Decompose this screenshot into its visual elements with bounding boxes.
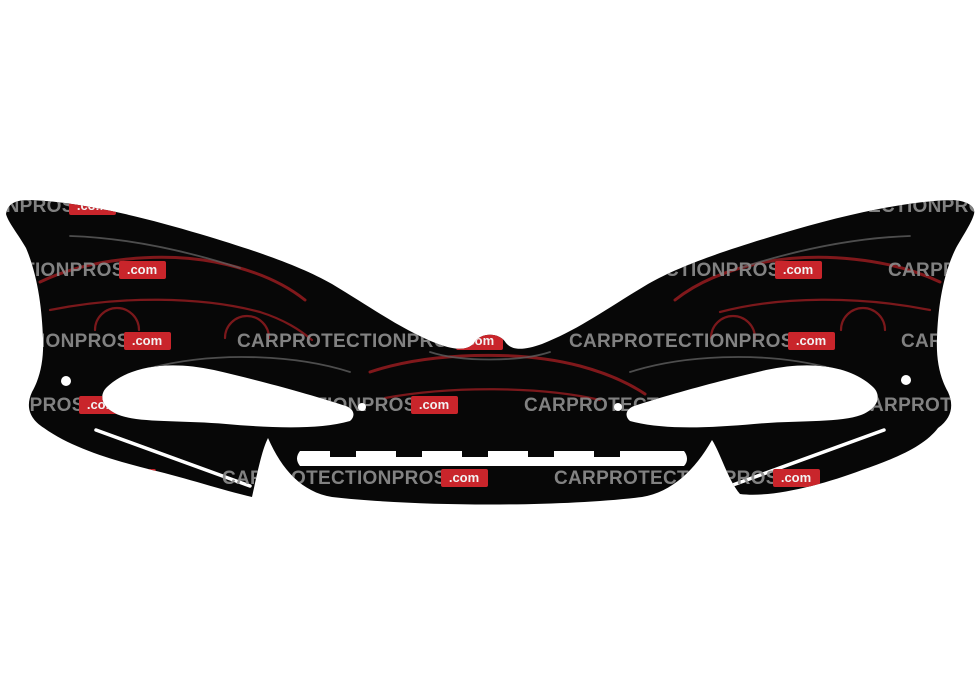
watermark-com-badge <box>775 261 822 279</box>
watermark-com-badge <box>109 469 156 487</box>
watermark-com-badge <box>788 332 835 350</box>
watermark: CARPROTECTIONPROS .com <box>888 260 980 281</box>
cut-separation-line-left <box>94 428 252 488</box>
contour-line <box>739 235 911 269</box>
sensor-hole <box>61 376 71 386</box>
watermark-brand-text: CARPROTECTIONPROS <box>556 260 781 281</box>
watermark-com-badge <box>773 469 820 487</box>
watermark-com-text: .com <box>87 397 117 412</box>
watermark: CARPROTECTIONPROS .com <box>0 260 166 281</box>
watermark-brand-text: CARPROTECTIONPROS <box>192 395 417 416</box>
watermark-com-badge <box>124 332 171 350</box>
watermark: CARPROTECTIONPROS .com <box>0 331 171 352</box>
watermark-com-text: .com <box>781 470 811 485</box>
watermark-com-text: .com <box>132 333 162 348</box>
contour-line <box>69 235 241 269</box>
watermark-com-text: .com <box>464 333 494 348</box>
car-roofline <box>38 255 307 302</box>
car-wheel-arch <box>93 306 141 332</box>
car-roofline <box>673 255 942 302</box>
car-wheel-arch <box>223 314 271 340</box>
cut-separation-line-right <box>728 428 886 488</box>
sensor-holes <box>61 375 911 411</box>
car-silhouette-right <box>673 255 942 340</box>
contour-line <box>149 356 351 373</box>
car-silhouette-left <box>38 255 314 342</box>
watermark-brand-text: CARPROTECTIONPROS <box>0 395 85 416</box>
car-beltline <box>718 298 932 314</box>
car-silhouette-center <box>368 353 647 402</box>
watermark: CARPROTECTIONPROS .com <box>524 395 790 416</box>
watermark: CARPROTECTIONPROS .com <box>237 331 503 352</box>
watermark-brand-text: CARPROTECTIONPROS <box>569 331 794 352</box>
watermark-com-text: .com <box>117 470 147 485</box>
watermark-brand-text: CARPROTECTIONPROS <box>901 331 980 352</box>
car-beltline <box>383 388 602 402</box>
watermark-brand-text: CARPROTECTIONPROS <box>888 260 980 281</box>
watermark-row-1: CARPROTECTIONPROS .com CARPROTECTIONPROS… <box>0 196 980 217</box>
watermark-brand-text: CARPROTECTIONPROS <box>554 468 779 489</box>
watermark: CARPROTECTIONPROS .com <box>0 468 156 489</box>
car-wheel-arch <box>709 314 757 340</box>
watermark: CARPROTECTIONPROS .com <box>222 468 488 489</box>
watermark: CARPROTECTIONPROS .com <box>772 196 980 217</box>
car-roofline <box>368 353 647 396</box>
watermark-brand-text: CARPROTECTIONPROS <box>0 196 75 217</box>
watermark-com-badge <box>441 469 488 487</box>
watermark-com-badge <box>743 396 790 414</box>
watermark-brand-text: CARPROTECTIONPROS <box>856 395 980 416</box>
watermark-brand-text: CARPROTECTIONPROS <box>772 196 980 217</box>
watermark: CARPROTECTIONPROS .com <box>0 395 126 416</box>
contour-detail-lines <box>69 235 911 373</box>
car-beltline <box>48 298 314 342</box>
sensor-hole <box>614 403 622 411</box>
watermark-brand-text: CARPROTECTIONPROS <box>0 260 125 281</box>
watermark-com-text: .com <box>751 397 781 412</box>
watermark-brand-text: CARPROTECTIONPROS <box>237 331 462 352</box>
watermark: CARPROTECTIONPROS .com <box>886 468 980 489</box>
watermark-brand-text: CARPROTECTIONPROS <box>886 468 980 489</box>
car-wheel-arch <box>839 306 887 332</box>
watermark-row-3: CARPROTECTIONPROS .com CARPROTECTIONPROS… <box>0 331 980 352</box>
sensor-hole <box>358 403 366 411</box>
bumper-film-silhouette <box>6 200 975 505</box>
watermark-com-text: .com <box>449 470 479 485</box>
watermark-brand-text: CARPROTECTIONPROS <box>222 468 447 489</box>
watermark: CARPROTECTIONPROS .com <box>856 395 980 416</box>
watermark-com-badge <box>411 396 458 414</box>
watermark: CARPROTECTIONPROS .com <box>192 395 458 416</box>
sensor-hole <box>901 375 911 385</box>
watermark-brand-text: CARPROTECTIONPROS <box>524 395 749 416</box>
watermark: CARPROTECTIONPROS .com <box>556 260 822 281</box>
watermark-com-text: .com <box>796 333 826 348</box>
watermark-brand-text: CARPROTECTIONPROS <box>0 331 130 352</box>
watermark: CARPROTECTIONPROS .com <box>569 331 835 352</box>
watermark-com-text: .com <box>783 262 813 277</box>
watermark: CARPROTECTIONPROS .com <box>554 468 820 489</box>
watermark: CARPROTECTIONPROS .com <box>901 331 980 352</box>
watermark-com-text: .com <box>127 262 157 277</box>
watermark-com-text: .com <box>419 397 449 412</box>
watermark: CARPROTECTIONPROS .com <box>0 196 116 217</box>
watermark-com-text: .com <box>77 198 107 213</box>
contour-line <box>429 351 551 361</box>
contour-line <box>629 356 831 373</box>
watermark-com-badge <box>119 261 166 279</box>
watermark-brand-text: CARPROTECTIONPROS <box>0 468 115 489</box>
